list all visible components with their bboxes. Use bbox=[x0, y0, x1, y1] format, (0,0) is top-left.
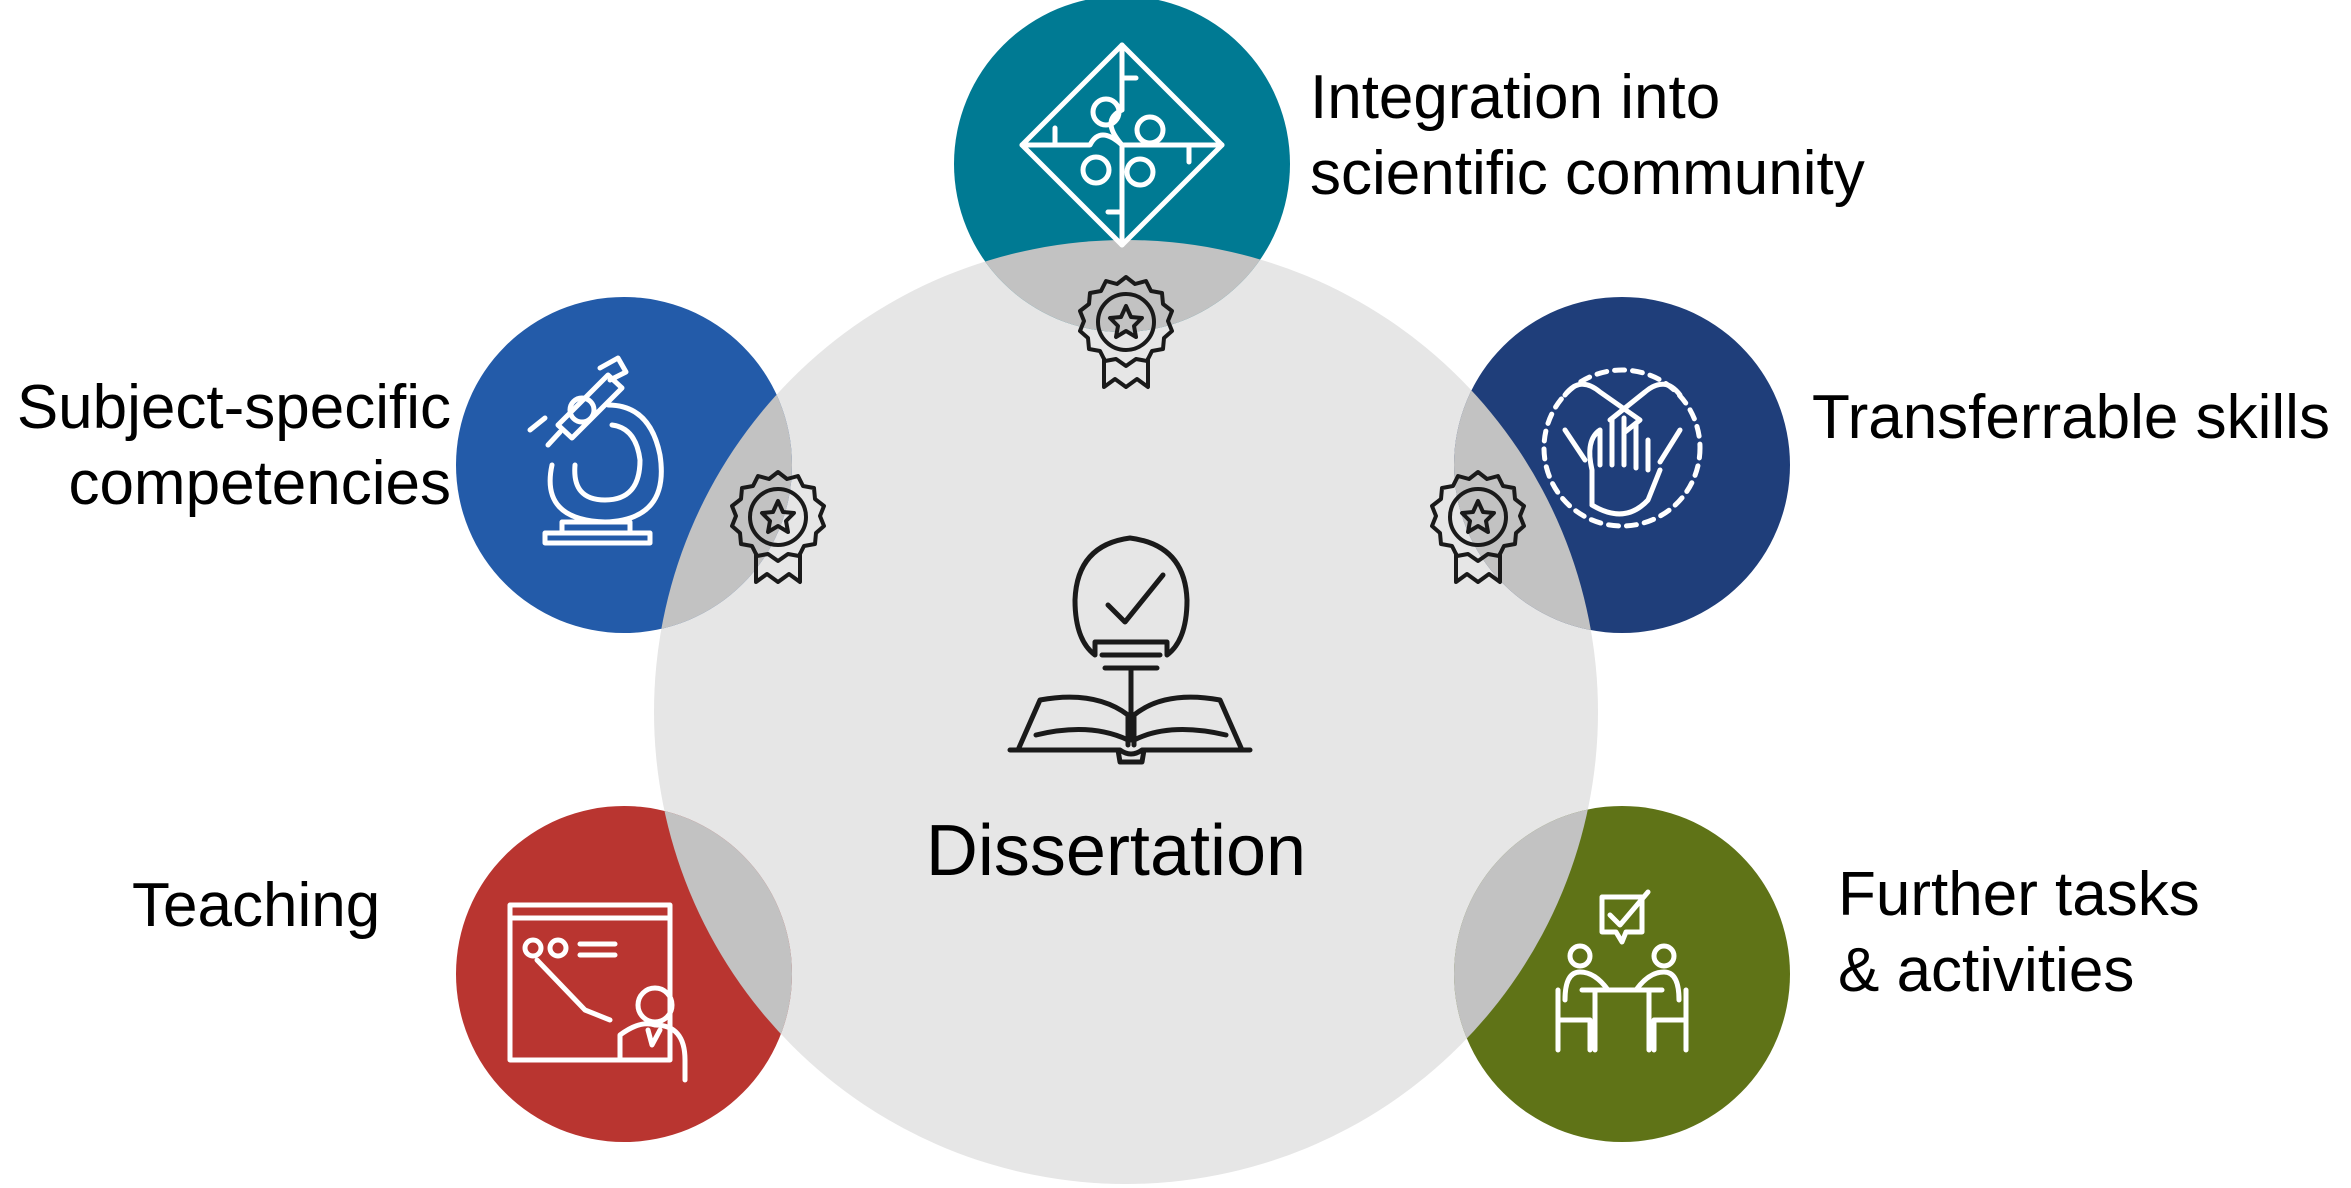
node-label-further: Further tasks & activities bbox=[1838, 857, 2200, 1009]
microscope-icon bbox=[527, 355, 664, 546]
node-label-line: & activities bbox=[1838, 936, 2135, 1005]
center-label: Dissertation bbox=[926, 811, 1306, 891]
node-label-line: Subject-specific bbox=[16, 373, 451, 442]
node-label-line: Further tasks bbox=[1838, 860, 2200, 929]
puzzle-icon bbox=[1019, 42, 1225, 248]
node-label-line: Teaching bbox=[132, 871, 381, 940]
node-label-line: Integration into bbox=[1310, 63, 1721, 132]
lightbulb-book-check-icon bbox=[1007, 535, 1253, 765]
node-label-line: Transferrable skills bbox=[1812, 383, 2330, 452]
node-label-subject: Subject-specific competencies bbox=[17, 370, 451, 522]
meeting-table-icon bbox=[1555, 889, 1689, 1053]
node-label-integration: Integration into scientific community bbox=[1310, 60, 1865, 212]
node-label-transferable: Transferrable skills bbox=[1812, 380, 2330, 456]
stacked-hands-icon bbox=[1541, 367, 1703, 529]
teacher-board-icon bbox=[507, 902, 688, 1083]
node-label-line: competencies bbox=[68, 449, 451, 518]
node-label-teaching: Teaching bbox=[132, 868, 380, 944]
node-label-line: scientific community bbox=[1310, 139, 1865, 208]
